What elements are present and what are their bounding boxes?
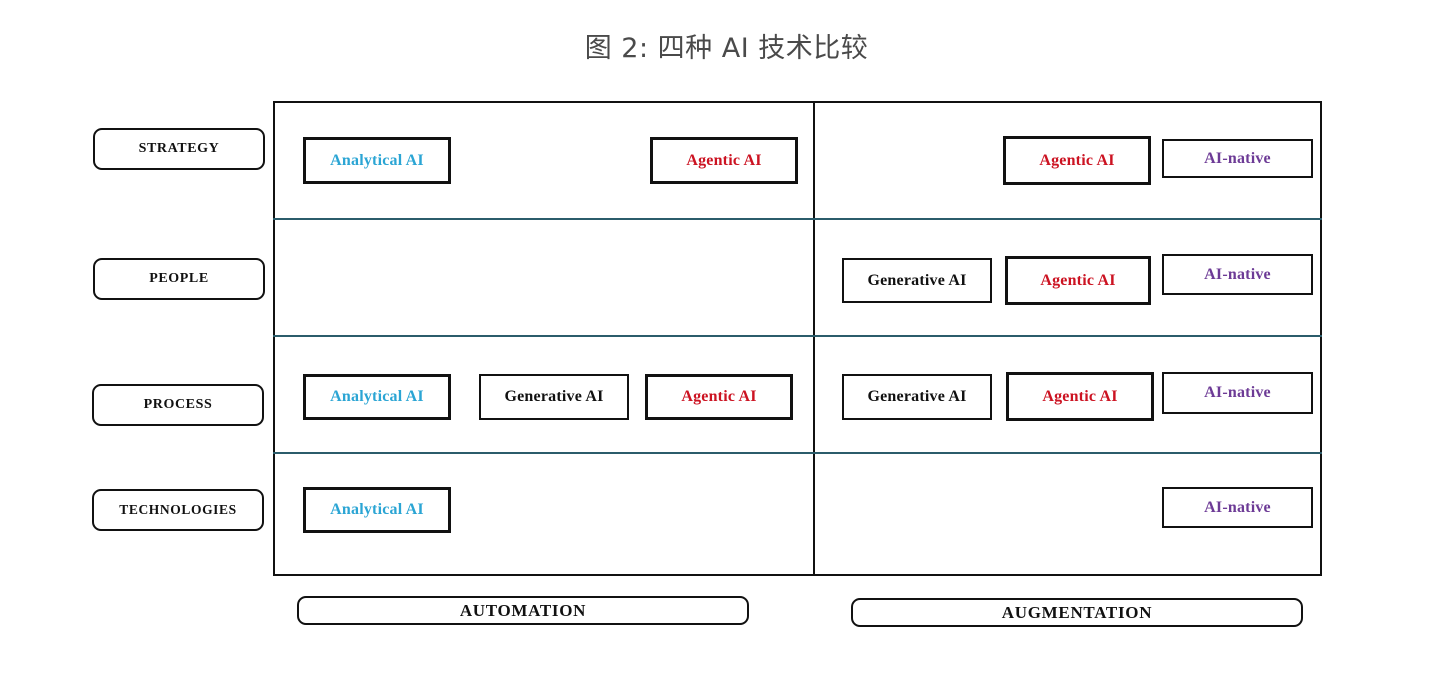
cell-process-augmentation-agentic-ai[interactable]: Agentic AI [1006, 372, 1154, 421]
figure-title: 图 2: 四种 AI 技术比较 [584, 33, 869, 64]
cell-technologies-automation-analytical-ai[interactable]: Analytical AI [303, 487, 451, 533]
column-label-automation-text: AUTOMATION [459, 600, 587, 620]
row-divider-process-technologies [273, 452, 1322, 454]
cell-strategy-augmentation-agentic-ai[interactable]: Agentic AI [1003, 136, 1151, 185]
column-divider [813, 101, 815, 576]
cell-process-augmentation-generative-ai[interactable]: Generative AI [842, 374, 992, 420]
row-label-strategy-text: STRATEGY [138, 141, 220, 156]
cell-process-automation-agentic-ai[interactable]: Agentic AI [645, 374, 793, 420]
cell-people-augmentation-agentic-ai[interactable]: Agentic AI [1005, 256, 1151, 305]
row-divider-strategy-people [273, 218, 1322, 220]
column-label-augmentation-text: AUGMENTATION [1001, 602, 1153, 622]
cell-strategy-automation-agentic-ai[interactable]: Agentic AI [650, 137, 798, 184]
cell-strategy-augmentation-ai-native[interactable]: AI-native [1162, 139, 1313, 178]
cell-people-augmentation-generative-ai[interactable]: Generative AI [842, 258, 992, 303]
cell-technologies-augmentation-ai-native[interactable]: AI-native [1162, 487, 1313, 528]
cell-process-automation-analytical-ai[interactable]: Analytical AI [303, 374, 451, 420]
row-label-strategy: STRATEGY [93, 128, 265, 170]
column-label-automation: AUTOMATION [297, 596, 749, 625]
row-label-process: PROCESS [92, 384, 264, 426]
row-label-technologies-text: TECHNOLOGIES [119, 502, 237, 517]
cell-process-automation-generative-ai[interactable]: Generative AI [479, 374, 629, 420]
cell-strategy-automation-analytical-ai[interactable]: Analytical AI [303, 137, 451, 184]
cell-people-augmentation-ai-native[interactable]: AI-native [1162, 254, 1313, 295]
row-label-technologies: TECHNOLOGIES [92, 489, 264, 531]
column-label-augmentation: AUGMENTATION [851, 598, 1303, 627]
row-label-people-text: PEOPLE [149, 271, 209, 286]
cell-process-augmentation-ai-native[interactable]: AI-native [1162, 372, 1313, 414]
row-label-process-text: PROCESS [143, 397, 213, 412]
row-label-people: PEOPLE [93, 258, 265, 300]
row-divider-people-process [273, 335, 1322, 337]
